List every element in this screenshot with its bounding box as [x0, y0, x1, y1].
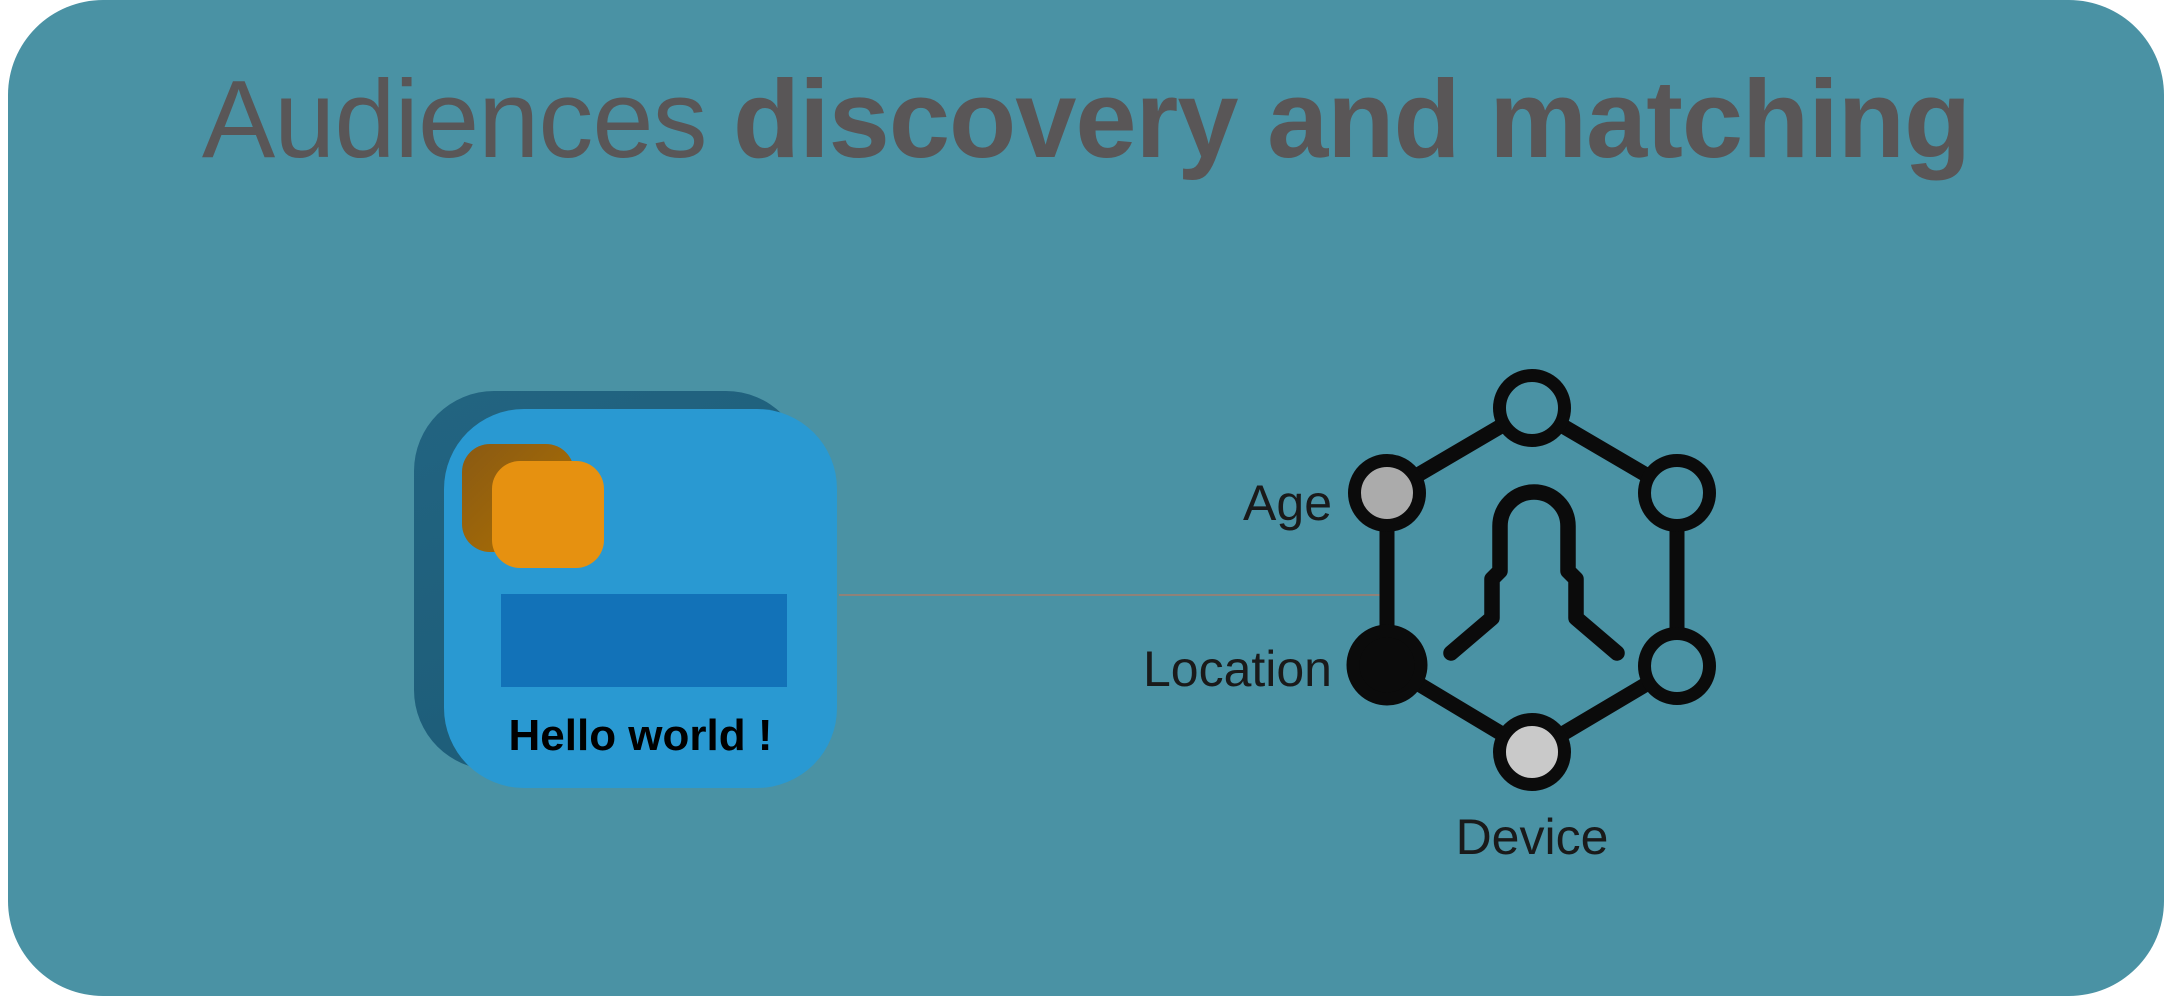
node-age-icon [1348, 454, 1426, 532]
title-bold: discovery and matching [732, 58, 1971, 181]
label-age: Age [1243, 475, 1332, 531]
node-device-icon [1493, 713, 1571, 791]
node-top-icon [1493, 369, 1571, 447]
teal-panel [8, 0, 2164, 996]
label-device: Device [1455, 809, 1609, 865]
connector-line [839, 594, 1387, 596]
node-bottom-right-icon [1638, 627, 1716, 705]
hexagon-edges [1379, 400, 1685, 760]
label-location: Location [1142, 641, 1332, 697]
card-stripe-bar [501, 594, 787, 687]
title-regular: Audiences [201, 58, 708, 181]
node-location-icon [1346, 624, 1428, 706]
person-icon [1443, 484, 1625, 661]
node-top-right-icon [1638, 454, 1716, 532]
card-label: Hello world ! [508, 711, 773, 760]
chip-icon [492, 461, 604, 568]
